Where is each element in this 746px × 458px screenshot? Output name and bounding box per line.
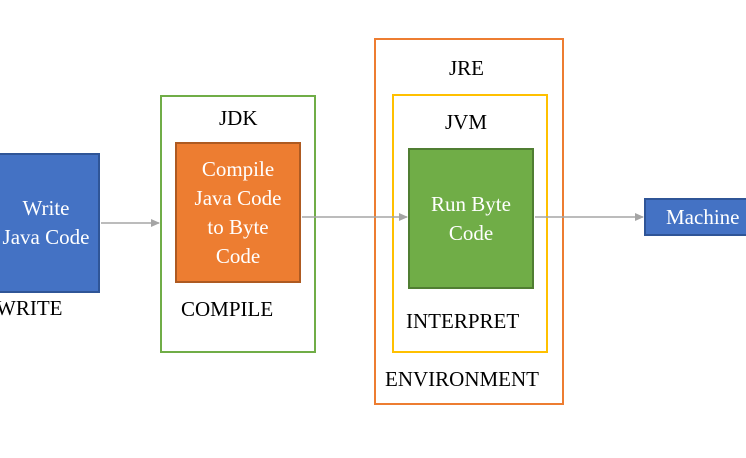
- compile-text: Compile Java Code to Byte Code: [194, 156, 282, 268]
- run-byte-code-box: Run Byte Code: [408, 148, 534, 289]
- jdk-title: JDK: [219, 106, 258, 130]
- compile-box: Compile Java Code to Byte Code: [175, 142, 301, 283]
- environment-label: ENVIRONMENT: [385, 367, 539, 391]
- machine-box: Machine: [644, 198, 746, 236]
- jdk-container: [160, 95, 316, 353]
- jre-title: JRE: [449, 56, 485, 80]
- compile-label: COMPILE: [181, 297, 274, 321]
- run-byte-code-text: Run Byte Code: [431, 191, 511, 245]
- write-java-code-text: Write Java Code: [2, 196, 90, 249]
- jre-container: [374, 38, 564, 405]
- write-label: WRITE: [0, 296, 63, 320]
- jvm-container: [392, 94, 548, 353]
- machine-text: Machine: [666, 204, 740, 229]
- jvm-title: JVM: [445, 110, 488, 134]
- write-java-code-box: Write Java Code: [0, 153, 100, 293]
- interpret-label: INTERPRET: [406, 309, 520, 333]
